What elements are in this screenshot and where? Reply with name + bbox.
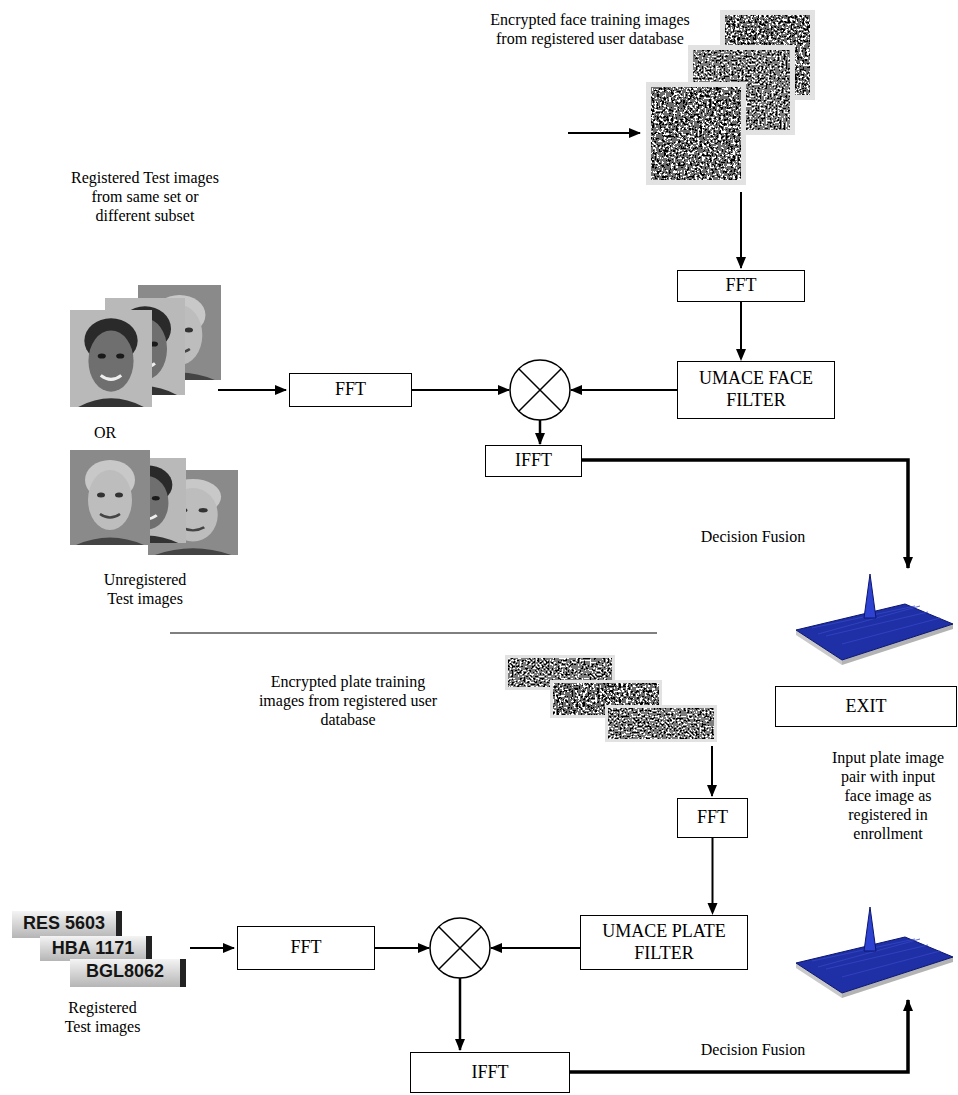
encrypted-plate-images bbox=[505, 655, 717, 742]
process-box: FFT bbox=[677, 798, 748, 838]
connector-arrow bbox=[708, 838, 718, 915]
signal-arrow bbox=[412, 389, 509, 391]
filter-box: UMACE PLATE FILTER bbox=[580, 915, 748, 970]
correlation-plot bbox=[796, 574, 953, 665]
box-text: EXIT bbox=[846, 696, 887, 718]
filter-box: UMACE FACE FILTER bbox=[677, 361, 835, 419]
signal-arrow bbox=[459, 978, 462, 1050]
caption-text: Registered Test images bbox=[55, 998, 150, 1036]
multiplier-symbol bbox=[430, 918, 490, 978]
box-text: FFT bbox=[290, 937, 321, 959]
exit-box: EXIT bbox=[775, 686, 957, 727]
plate-photo: BGL8062 bbox=[70, 959, 186, 987]
input-arrow bbox=[190, 947, 234, 949]
signal-arrow bbox=[571, 389, 677, 391]
input-arrow bbox=[711, 746, 713, 796]
edge-label: Decision Fusion bbox=[688, 1040, 818, 1059]
fusion-arrow bbox=[582, 460, 908, 568]
input-arrow bbox=[218, 389, 286, 391]
plate-photo: RES 5603 bbox=[12, 911, 122, 938]
signal-arrow bbox=[491, 947, 580, 949]
edge-label: Decision Fusion bbox=[688, 527, 818, 546]
process-box: FFT bbox=[289, 373, 412, 407]
connector-line bbox=[740, 302, 742, 351]
process-box: IFFT bbox=[485, 445, 582, 477]
plate-photo: HBA 1171 bbox=[40, 936, 152, 961]
arrow-head bbox=[736, 349, 746, 361]
input-arrow bbox=[568, 132, 640, 134]
multiplier-symbol bbox=[510, 360, 570, 420]
caption-text: Registered Test images from same set or … bbox=[65, 168, 225, 225]
correlation-plot bbox=[796, 907, 953, 998]
box-text: FFT bbox=[335, 379, 366, 401]
fusion-arrow bbox=[570, 1000, 908, 1072]
box-text: UMACE FACE FILTER bbox=[686, 368, 826, 411]
caption-text: Encrypted face training images from regi… bbox=[490, 10, 690, 48]
caption-text: Unregistered Test images bbox=[90, 570, 200, 608]
registered-face-photos bbox=[70, 285, 221, 407]
process-box: IFFT bbox=[410, 1052, 570, 1093]
caption-text: Encrypted plate training images from reg… bbox=[248, 672, 448, 729]
box-text: IFFT bbox=[471, 1062, 508, 1084]
process-box: FFT bbox=[237, 926, 375, 970]
unregistered-face-photos bbox=[70, 450, 238, 555]
caption-text: Input plate image pair with input face i… bbox=[832, 748, 944, 843]
signal-arrow bbox=[375, 947, 429, 949]
separator-line bbox=[170, 633, 657, 634]
connector-arrow bbox=[736, 302, 746, 361]
box-text: FFT bbox=[725, 275, 756, 297]
box-text: FFT bbox=[697, 807, 728, 829]
input-arrow bbox=[740, 192, 742, 268]
caption-text: OR bbox=[85, 423, 125, 442]
signal-arrow bbox=[539, 420, 542, 444]
box-text: UMACE PLATE FILTER bbox=[589, 921, 739, 964]
process-box: FFT bbox=[677, 270, 805, 302]
box-text: IFFT bbox=[515, 450, 552, 472]
arrow-head bbox=[708, 903, 718, 915]
connector-line bbox=[712, 838, 714, 905]
